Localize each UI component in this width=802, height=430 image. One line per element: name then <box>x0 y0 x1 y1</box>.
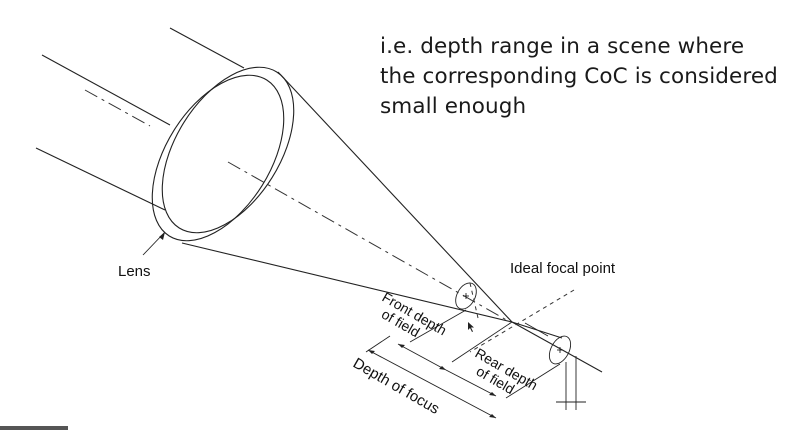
ext-front-coc <box>409 309 467 343</box>
ext-rear-coc <box>505 363 561 399</box>
optical-axis-front <box>84 89 151 127</box>
arrow-rear-end <box>489 392 496 396</box>
dimension-lines <box>365 309 561 419</box>
lens-rear-face <box>161 66 295 234</box>
mouse-cursor-icon <box>468 322 474 332</box>
dim-rear-depth <box>445 369 497 397</box>
front-coc-disc <box>455 282 479 319</box>
lens-shape <box>151 66 295 242</box>
arrow-dof-start <box>368 350 375 354</box>
optical-axis <box>227 161 511 323</box>
rear-coc-top-edge <box>524 322 549 337</box>
focal-plane-dashed-line <box>469 289 575 353</box>
cone-upper-line <box>277 71 513 323</box>
depth-of-focus-label: Depth of focus <box>350 355 442 418</box>
ext-depth-focus-start <box>365 335 391 353</box>
rear-depth-label-group: Rear depth of field <box>473 345 541 397</box>
ideal-focal-point-label: Ideal focal point <box>510 260 616 277</box>
rear-coc-ellipse <box>548 335 572 365</box>
beam-upper-edge <box>169 27 245 69</box>
diverging-lower-line <box>511 321 603 373</box>
caption-line-2: the corresponding CoC is considered <box>380 64 778 89</box>
ext-focal <box>451 321 513 363</box>
caption-line-1: i.e. depth range in a scene where <box>380 34 745 59</box>
dim-front-depth <box>397 343 447 371</box>
rear-coc-disc <box>524 322 586 410</box>
arrow-front-start <box>398 344 405 348</box>
cone-lower-line <box>181 242 513 323</box>
lens-front-face <box>151 74 285 242</box>
lens-leader-arrow <box>159 232 165 240</box>
beam-bottom-line <box>35 147 166 211</box>
front-coc-dashed-line <box>469 282 479 319</box>
video-progress-bar <box>0 426 68 430</box>
lens-label: Lens <box>118 263 151 280</box>
depth-of-focus-label-group: Depth of focus <box>350 355 442 418</box>
arrow-dof-end <box>489 414 496 418</box>
slide-caption: i.e. depth range in a scene where the co… <box>380 32 800 122</box>
dim-depth-of-focus <box>367 349 497 419</box>
beam-top-line <box>41 54 171 126</box>
caption-line-3: small enough <box>380 94 527 119</box>
arrow-front-end <box>439 366 446 370</box>
